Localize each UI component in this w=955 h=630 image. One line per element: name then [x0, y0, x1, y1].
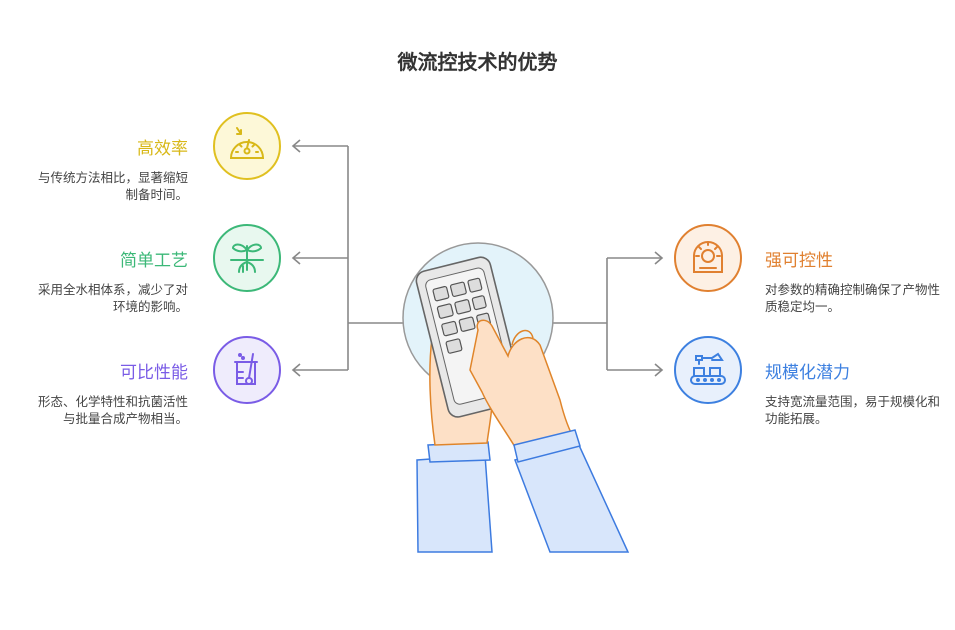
- description: 形态、化学特性和抗菌活性与批量合成产物相当。: [37, 394, 188, 426]
- advantage-controllability: 强可控性 对参数的精确控制确保了产物性质稳定均一。: [765, 246, 945, 315]
- description: 与传统方法相比，显著缩短制备时间。: [37, 170, 188, 202]
- sprout-icon: [213, 224, 281, 292]
- heading: 高效率: [137, 139, 188, 159]
- beaker-icon: [213, 336, 281, 404]
- heading: 简单工艺: [120, 251, 188, 271]
- heading: 可比性能: [120, 363, 188, 383]
- connector-lines: [291, 139, 664, 377]
- advantage-high-efficiency: 高效率 与传统方法相比，显著缩短制备时间。: [28, 134, 188, 203]
- conveyor-robot-icon: [674, 336, 742, 404]
- description: 支持宽流量范围，易于规模化和功能拓展。: [765, 394, 941, 426]
- control-knob-icon: [674, 224, 742, 292]
- speedometer-icon: [213, 112, 281, 180]
- hand-phone-illustration: [402, 242, 630, 553]
- heading: 强可控性: [765, 251, 833, 271]
- description: 对参数的精确控制确保了产物性质稳定均一。: [765, 282, 941, 314]
- description: 采用全水相体系，减少了对环境的影响。: [37, 282, 188, 314]
- advantage-scalability: 规模化潜力 支持宽流量范围，易于规模化和功能拓展。: [765, 358, 945, 427]
- diagram-title: 微流控技术的优势: [397, 50, 558, 74]
- heading: 规模化潜力: [765, 363, 850, 383]
- advantage-comparable-performance: 可比性能 形态、化学特性和抗菌活性与批量合成产物相当。: [28, 358, 188, 427]
- advantage-simple-process: 简单工艺 采用全水相体系，减少了对环境的影响。: [28, 246, 188, 315]
